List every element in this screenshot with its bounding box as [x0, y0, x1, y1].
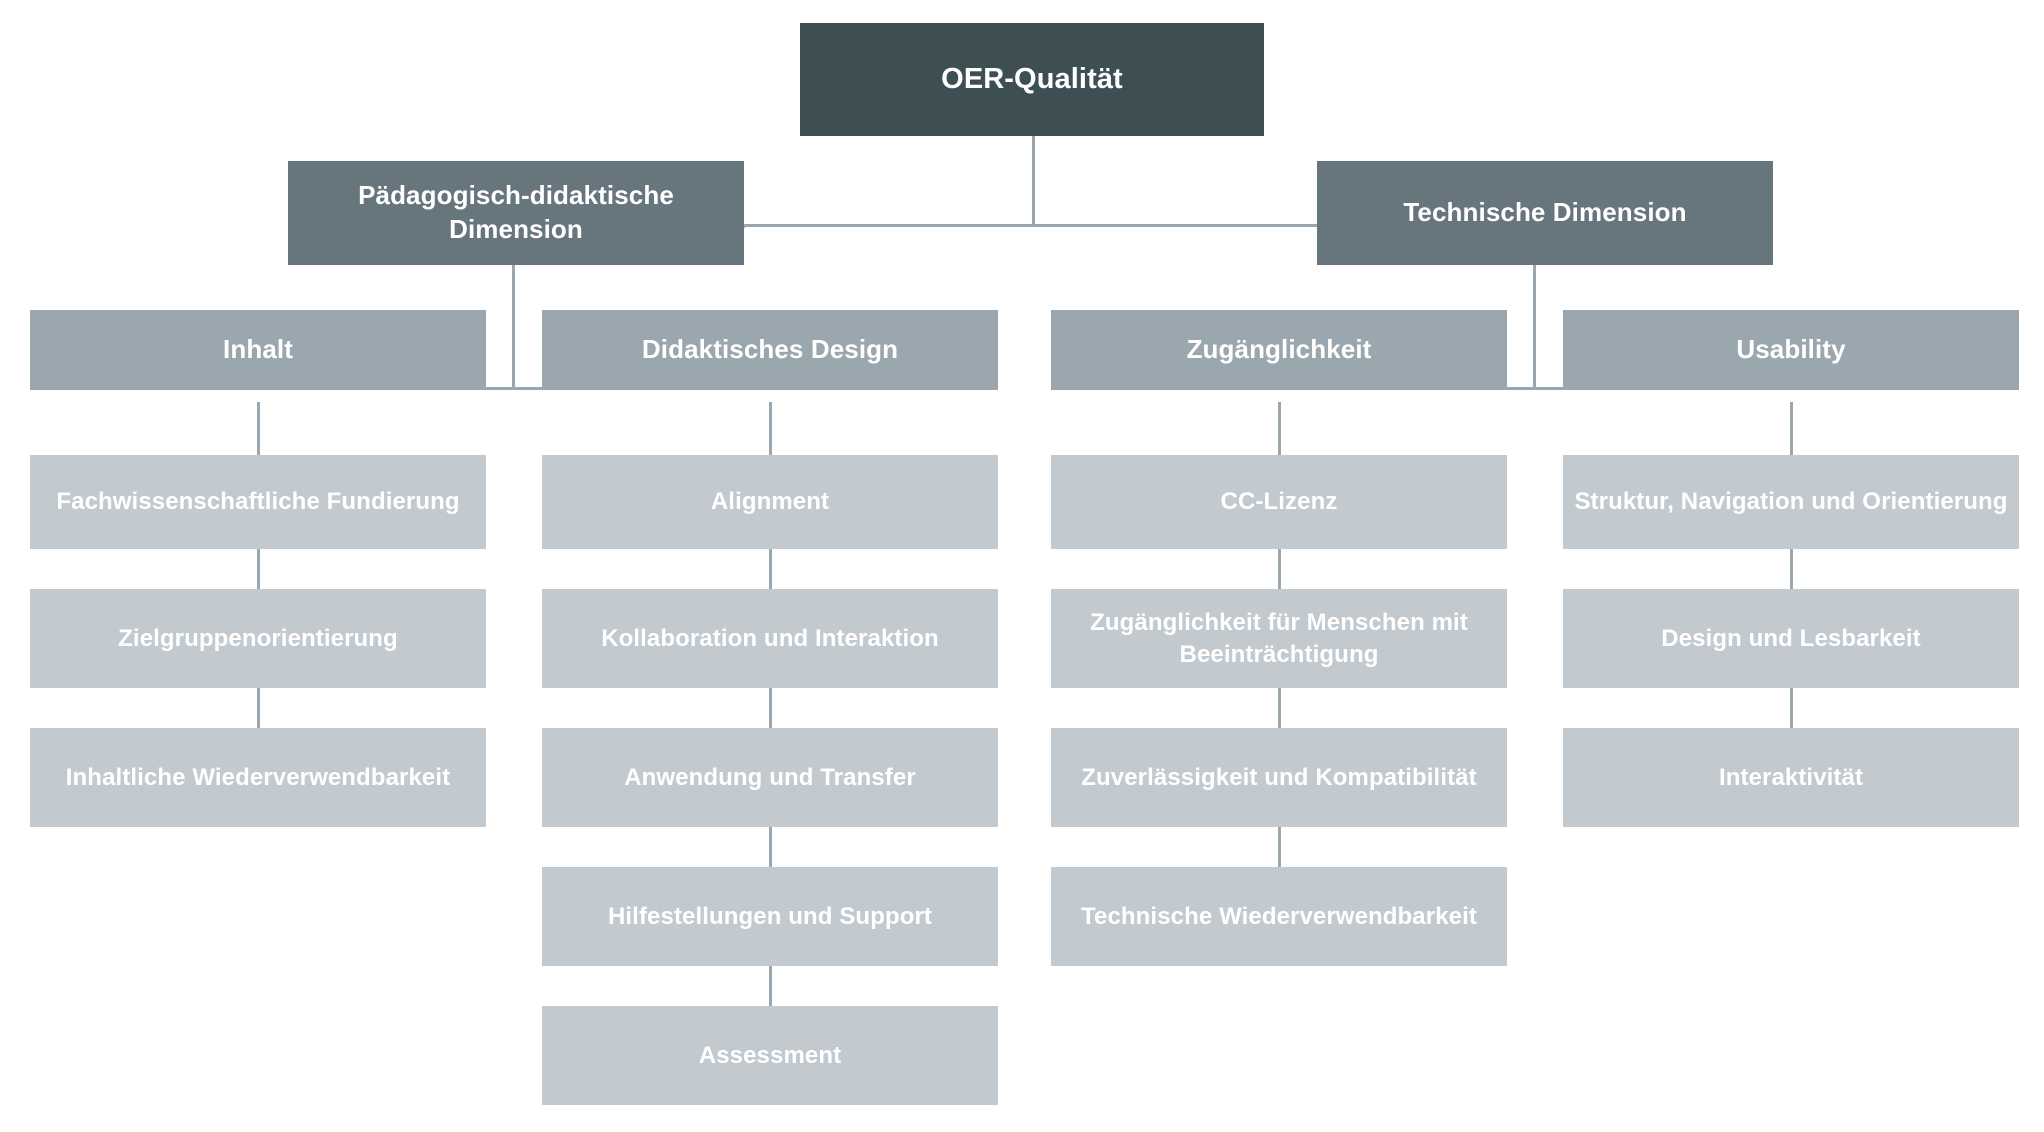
- node-item-inhalt-1[interactable]: Fachwissenschaftliche Fundierung: [30, 455, 486, 549]
- node-category-usability[interactable]: Usability: [1563, 310, 2019, 390]
- connector-zugaenglichkeit-4: [1278, 827, 1281, 867]
- connector-didaktisches-3: [769, 688, 772, 728]
- connector-zugaenglichkeit-2: [1278, 549, 1281, 589]
- connector-usability-1: [1790, 402, 1793, 455]
- connector-inhalt-2: [257, 549, 260, 589]
- node-item-inhalt-2[interactable]: Zielgruppenorientierung: [30, 589, 486, 688]
- connector-zugaenglichkeit-3: [1278, 688, 1281, 728]
- connector-usability-3: [1790, 688, 1793, 728]
- node-item-usability-3[interactable]: Interaktivität: [1563, 728, 2019, 827]
- connector-inhalt-3: [257, 688, 260, 728]
- node-category-inhalt[interactable]: Inhalt: [30, 310, 486, 390]
- connector-tech-stem: [1533, 265, 1536, 390]
- connector-inhalt-1: [257, 402, 260, 455]
- node-item-usability-1[interactable]: Struktur, Navigation und Orientierung: [1563, 455, 2019, 549]
- node-item-zugaenglichkeit-4[interactable]: Technische Wiederverwendbarkeit: [1051, 867, 1507, 966]
- node-category-zugaenglichkeit[interactable]: Zugänglichkeit: [1051, 310, 1507, 390]
- node-item-zugaenglichkeit-1[interactable]: CC-Lizenz: [1051, 455, 1507, 549]
- node-category-didaktisches-design[interactable]: Didaktisches Design: [542, 310, 998, 390]
- node-item-usability-2[interactable]: Design und Lesbarkeit: [1563, 589, 2019, 688]
- node-dimension-paedagogisch-didaktisch[interactable]: Pädagogisch-didaktische Dimension: [288, 161, 744, 265]
- node-item-zugaenglichkeit-2[interactable]: Zugänglichkeit für Menschen mit Beeinträ…: [1051, 589, 1507, 688]
- node-item-zugaenglichkeit-3[interactable]: Zuverlässigkeit und Kompatibilität: [1051, 728, 1507, 827]
- connector-usability-2: [1790, 549, 1793, 589]
- connector-root-stem: [1032, 136, 1035, 226]
- connector-tech-bridge: [1502, 387, 1568, 390]
- connector-paed-bridge: [481, 387, 547, 390]
- node-root-oer-qualitaet[interactable]: OER-Qualität: [800, 23, 1264, 136]
- node-item-didaktisches-3[interactable]: Anwendung und Transfer: [542, 728, 998, 827]
- node-item-didaktisches-4[interactable]: Hilfestellungen und Support: [542, 867, 998, 966]
- node-item-inhalt-3[interactable]: Inhaltliche Wiederverwendbarkeit: [30, 728, 486, 827]
- connector-root-bus: [742, 224, 1322, 227]
- connector-zugaenglichkeit-1: [1278, 402, 1281, 455]
- connector-didaktisches-1: [769, 402, 772, 455]
- node-item-didaktisches-2[interactable]: Kollaboration und Interaktion: [542, 589, 998, 688]
- connector-didaktisches-5: [769, 966, 772, 1006]
- connector-didaktisches-4: [769, 827, 772, 867]
- node-item-didaktisches-1[interactable]: Alignment: [542, 455, 998, 549]
- node-item-didaktisches-5[interactable]: Assessment: [542, 1006, 998, 1105]
- connector-paed-stem: [512, 265, 515, 390]
- node-dimension-technisch[interactable]: Technische Dimension: [1317, 161, 1773, 265]
- connector-didaktisches-2: [769, 549, 772, 589]
